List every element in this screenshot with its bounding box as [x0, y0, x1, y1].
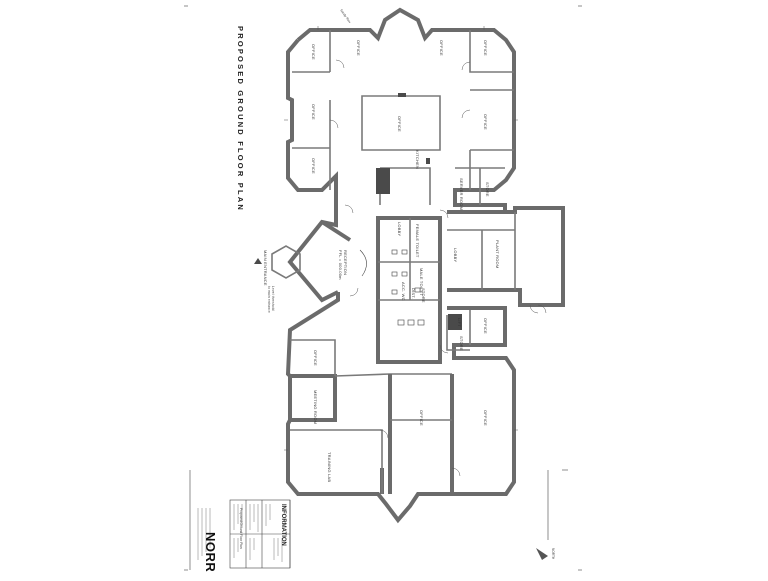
room-label: MAIN ENTRANCE	[263, 250, 268, 286]
room-label: RECEPTIONFFL = 000.00m	[338, 250, 348, 280]
building-walls	[285, 7, 565, 524]
street-label: Sandy Row	[339, 8, 352, 24]
room-label: OFFICE	[483, 410, 488, 426]
room-label: ACC. WC	[401, 282, 406, 301]
room-label: OFFICE	[439, 40, 444, 56]
room-label: MALE TOILET	[419, 268, 424, 296]
room-label: STORE	[485, 182, 490, 197]
north-arrow: NORTH	[536, 469, 568, 560]
room-label: OFFICE	[483, 40, 488, 56]
room-label: PLANT ROOM	[495, 240, 500, 268]
plan-title: PROPOSED GROUND FLOOR PLAN	[236, 26, 245, 212]
room-label: OFFICE	[419, 410, 424, 426]
column	[398, 93, 406, 97]
room-label: OFFICE	[313, 350, 318, 366]
room-label: OFFICE	[483, 114, 488, 130]
entrance-canopy	[271, 245, 301, 279]
interior-partitions	[290, 30, 515, 494]
stair-block	[376, 168, 390, 194]
room-label: OFFICE	[483, 318, 488, 334]
room-label: LOBBY	[397, 222, 402, 236]
room-label: SERVER ROOM	[459, 178, 464, 210]
room-label: LIFT	[457, 318, 462, 327]
room-label: DIST.	[411, 288, 416, 299]
title-block: INFORMATION Proposed Ground Floor Plan N…	[189, 470, 291, 572]
room-label: OFFICE	[311, 158, 316, 174]
room-label: TRAINING LAB	[327, 452, 332, 482]
room-label: OFFICE	[311, 104, 316, 120]
drawing-title: Proposed Ground Floor Plan	[239, 508, 243, 549]
column	[426, 158, 430, 164]
wc-fittings	[391, 249, 425, 326]
lift-block	[448, 314, 462, 330]
room-label: STORE	[459, 336, 464, 351]
title-block-heading: INFORMATION	[280, 504, 286, 546]
room-label: STORE	[421, 288, 426, 303]
room-label: OFFICE	[311, 44, 316, 60]
reception-desk	[359, 249, 367, 277]
windows	[284, 26, 518, 451]
room-label: LOBBY	[453, 248, 458, 262]
door-swings	[329, 59, 547, 477]
room-label: MEETING ROOM	[313, 390, 318, 424]
entrance-arrow	[254, 258, 262, 264]
room-label: OFFICE	[356, 40, 361, 56]
north-label: NORTH	[551, 548, 555, 560]
entrance-note: Level thresholdto main entrance	[267, 286, 275, 313]
room-label: KITCHEN	[415, 150, 420, 169]
norr-logo: NORR	[203, 532, 218, 572]
room-label: FEMALE TOILET	[415, 224, 420, 258]
room-label: OFFICE	[397, 116, 402, 132]
